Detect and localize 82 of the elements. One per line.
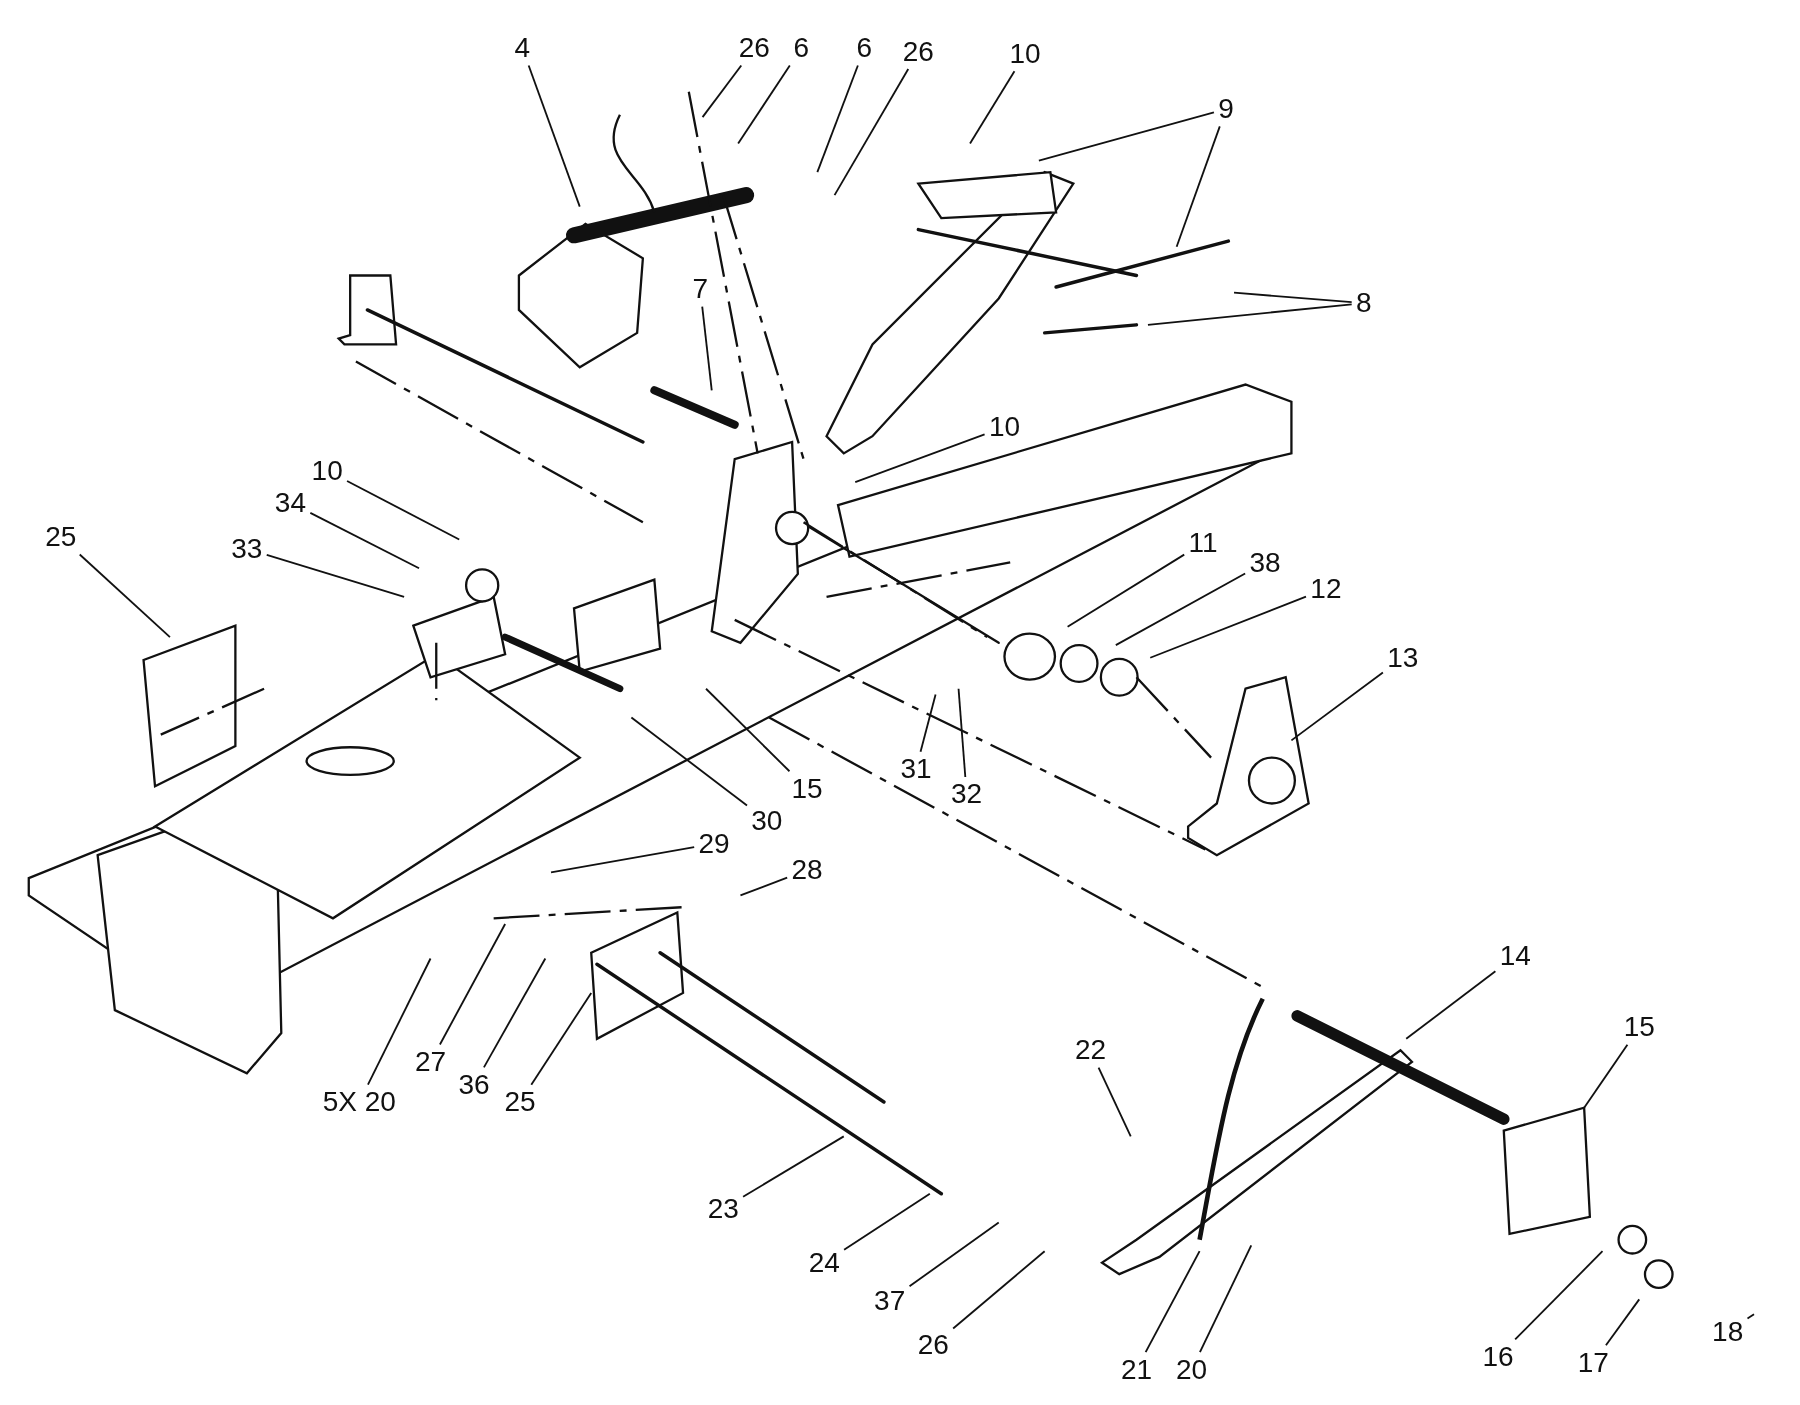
leader-line: [742, 1135, 845, 1198]
callout-number: 15: [1621, 1012, 1657, 1043]
callout-number: 29: [696, 828, 732, 859]
leader-line: [908, 1221, 1000, 1288]
callout-number: 36: [456, 1069, 492, 1100]
leader-line: [1290, 671, 1384, 742]
callout-number: 37: [872, 1285, 908, 1316]
leader-line: [969, 70, 1016, 145]
callout-number: 24: [806, 1247, 842, 1278]
leader-line: [833, 68, 910, 197]
leader-line: [1746, 1313, 1755, 1320]
leader-line: [701, 64, 743, 118]
leader-line: [1199, 1244, 1253, 1353]
callout-number: 8: [1354, 288, 1374, 319]
callout-number: 10: [1007, 38, 1043, 69]
callout-number: 20: [1174, 1354, 1210, 1385]
callout-number: 18: [1710, 1316, 1746, 1347]
callout-number: 26: [736, 33, 772, 64]
leader-line: [705, 687, 791, 773]
callout-number: 6: [791, 33, 812, 64]
callout-number: 10: [309, 455, 345, 486]
leader-line: [1514, 1250, 1604, 1341]
callout-number: 11: [1186, 528, 1220, 558]
callout-number: 4: [512, 33, 533, 64]
callout-number: 9: [1216, 94, 1236, 125]
callout-number: 34: [272, 487, 308, 518]
callout-number: 10: [986, 412, 1023, 443]
leader-line: [1233, 291, 1353, 304]
leader-line: [630, 716, 748, 807]
leader-line: [265, 553, 406, 598]
leader-line: [952, 1250, 1046, 1330]
callout-number: 32: [949, 779, 985, 810]
leader-line: [816, 64, 859, 174]
callout-number: 27: [412, 1046, 449, 1077]
leader-line: [701, 305, 713, 392]
callout-number: 26: [915, 1330, 951, 1361]
callout-number: 25: [502, 1087, 538, 1118]
leader-line: [1605, 1298, 1641, 1347]
callout-number: 28: [789, 855, 825, 886]
leader-line: [550, 846, 696, 874]
callout-number: 7: [690, 274, 711, 305]
leader-line: [739, 876, 789, 897]
leader-line: [1149, 595, 1307, 659]
leader-line: [1405, 970, 1497, 1040]
leader-line: [1097, 1066, 1132, 1138]
callout-number: 38: [1247, 547, 1283, 578]
leader-line: [737, 64, 791, 145]
leader-line: [346, 480, 461, 541]
leader-line: [367, 957, 432, 1086]
callout-number: 30: [749, 805, 785, 836]
leader-line: [309, 511, 420, 570]
callout-number: 14: [1497, 941, 1533, 972]
callout-number: 26: [900, 36, 936, 67]
callout-number: 15: [789, 773, 825, 804]
leader-line: [439, 923, 507, 1046]
callout-number: 33: [229, 533, 265, 564]
callout-number: 13: [1385, 642, 1421, 673]
callout-number: 31: [898, 754, 934, 785]
leader-line: [530, 992, 593, 1086]
leader-line: [1037, 111, 1215, 162]
leader-line: [854, 433, 986, 484]
leader-line: [78, 553, 171, 638]
leader-line: [1144, 1250, 1201, 1353]
leader-line: [919, 693, 937, 753]
callout-number: 22: [1072, 1035, 1109, 1066]
callout-number: 21: [1118, 1354, 1155, 1385]
leader-line: [1583, 1043, 1629, 1109]
leader-line: [482, 957, 547, 1069]
leader-line: [1114, 572, 1247, 647]
leader-line: [957, 687, 967, 778]
callout-number: 6: [854, 33, 875, 64]
leader-line: [527, 64, 581, 208]
callout-number: 25: [43, 522, 79, 553]
callout-number: 12: [1308, 573, 1344, 604]
leader-line: [1147, 303, 1353, 326]
callout-number: 17: [1575, 1347, 1611, 1378]
callout-number: 5X 20: [320, 1087, 398, 1118]
leader-line: [1175, 125, 1221, 248]
callout-number: 16: [1480, 1341, 1516, 1372]
callout-number: 23: [705, 1193, 741, 1224]
leader-line: [1066, 553, 1186, 628]
leader-line: [843, 1192, 931, 1251]
